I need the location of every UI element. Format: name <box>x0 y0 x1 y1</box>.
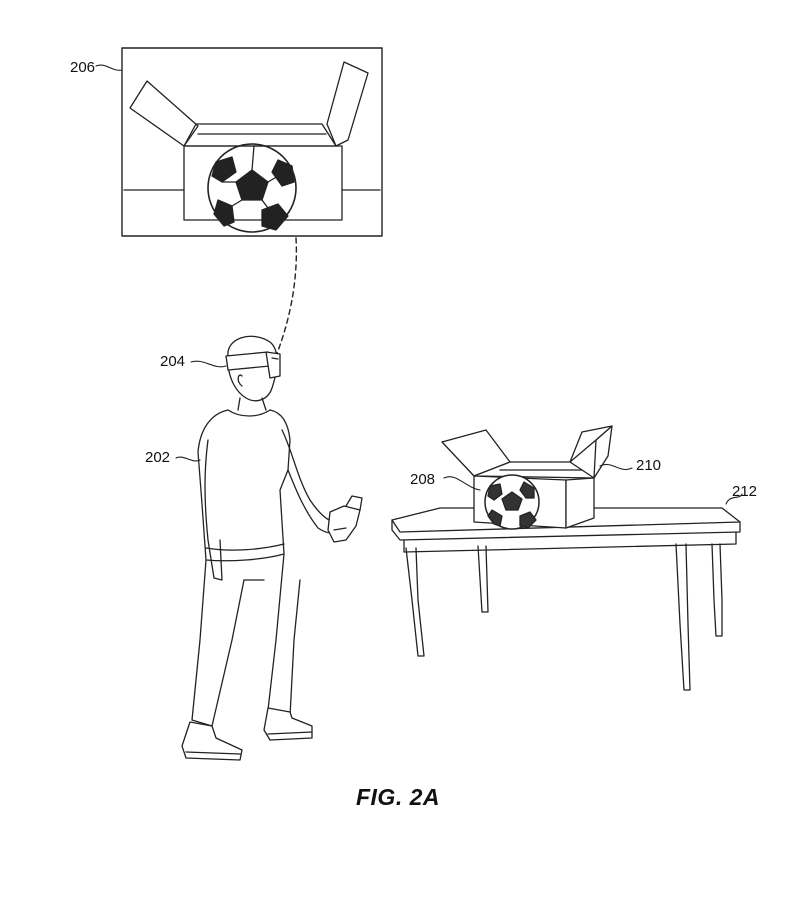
label-204: 204 <box>160 353 186 370</box>
leader-lines <box>95 64 743 505</box>
figure-caption: FIG. 2A <box>355 784 440 810</box>
display-view-panel <box>121 47 383 237</box>
label-206: 206 <box>70 59 96 76</box>
table <box>391 507 741 691</box>
label-208: 208 <box>410 471 436 488</box>
headset <box>225 351 281 379</box>
label-202: 202 <box>145 449 171 466</box>
user-figure <box>181 335 363 761</box>
ball-in-box <box>484 474 540 530</box>
hand-controller <box>327 495 363 543</box>
view-link-dashed <box>275 237 298 357</box>
label-210: 210 <box>636 457 662 474</box>
shoes <box>181 707 313 761</box>
ball-in-view <box>207 143 297 233</box>
label-212: 212 <box>732 483 758 500</box>
